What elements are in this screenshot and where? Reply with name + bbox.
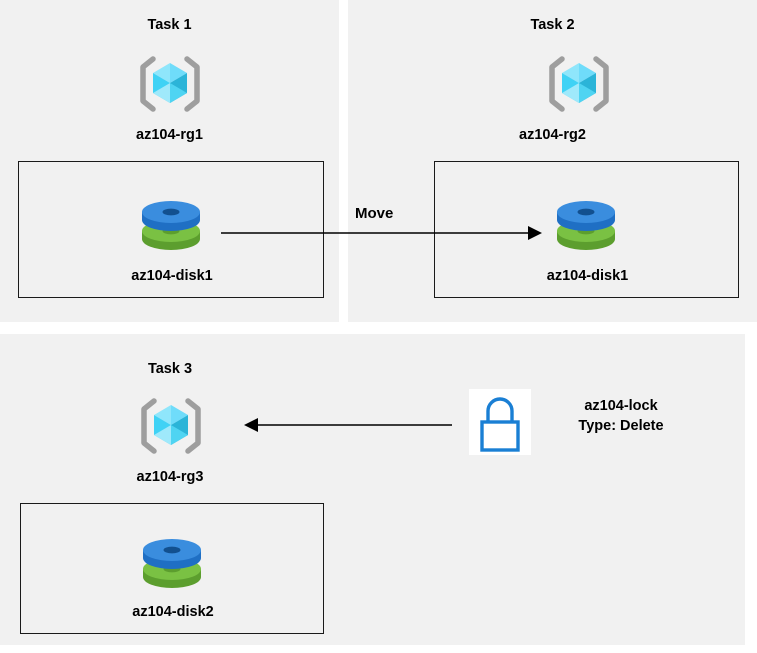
move-arrow-label: Move — [355, 205, 394, 222]
panel-task-3: Task 3 az104-rg3 — [0, 334, 745, 645]
managed-disk-icon — [137, 533, 207, 595]
lock-name-label: az104-lock Type: Delete — [541, 396, 701, 436]
resource-box: az104-disk2 — [20, 503, 324, 634]
lock-type: Type: Delete — [578, 418, 664, 434]
resource-group-label: az104-rg3 — [136, 469, 204, 485]
resource-box: az104-disk1 — [18, 161, 324, 298]
resource-group-icon — [548, 55, 610, 113]
panel-task-1: Task 1 az104-rg1 — [0, 0, 339, 322]
task-2-title: Task 2 — [530, 17, 575, 33]
managed-disk-icon — [551, 195, 621, 257]
resource-group-label: az104-rg1 — [136, 127, 203, 143]
task-3-title: Task 3 — [147, 361, 193, 377]
task-1-title: Task 1 — [147, 17, 192, 33]
panel-task-2: Task 2 az104-rg2 — [348, 0, 757, 322]
resource-label: az104-disk1 — [546, 268, 629, 284]
lock-name: az104-lock — [584, 398, 658, 414]
resource-box: az104-disk1 — [434, 161, 739, 298]
resource-group-icon — [139, 55, 201, 113]
resource-group-icon — [140, 397, 202, 455]
resource-group-label: az104-rg2 — [519, 127, 586, 143]
move-arrow — [221, 226, 542, 240]
lock-arrow — [244, 418, 452, 432]
resource-label: az104-disk1 — [131, 268, 213, 284]
lock-tile — [469, 389, 531, 455]
managed-disk-icon — [136, 195, 206, 257]
resource-label: az104-disk2 — [132, 604, 214, 620]
